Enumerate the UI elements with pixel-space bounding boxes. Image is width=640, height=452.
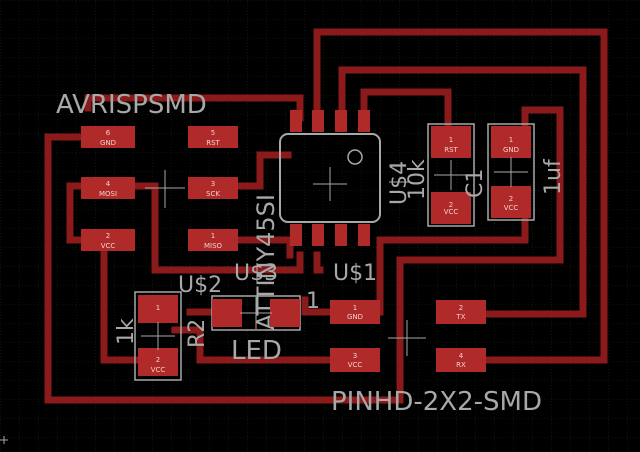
trace-vcc-left	[100, 248, 144, 364]
svg-text:3: 3	[353, 352, 357, 360]
svg-text:2: 2	[459, 304, 463, 312]
led[interactable]: U$2 U$3 1 LED	[178, 261, 320, 366]
svg-text:GND: GND	[100, 139, 116, 147]
chip-bottom-pins	[290, 224, 370, 246]
led-ref-overlap: U$3	[234, 261, 278, 286]
svg-text:2: 2	[106, 232, 110, 240]
attiny-chip[interactable]: ATTINY45SI U$1	[252, 110, 381, 330]
trace-mosi-left	[66, 182, 91, 244]
trace-cap-gnd	[360, 88, 452, 136]
board-origin-marker	[0, 436, 8, 444]
trace-vcc-mid	[171, 326, 334, 364]
isp-connector-name: AVRISPSMD	[56, 90, 207, 120]
chip-top-pins	[290, 110, 370, 132]
isp-pad-rst[interactable]: 5 RST	[188, 126, 238, 148]
chip-pin1-dot	[347, 149, 363, 165]
svg-text:VCC: VCC	[151, 366, 166, 374]
svg-text:RX: RX	[456, 361, 466, 369]
svg-text:MISO: MISO	[204, 242, 223, 250]
chip-ref: U$1	[333, 261, 377, 286]
svg-text:1: 1	[449, 136, 453, 144]
reset-resistor[interactable]: 1 RST 2 VCC U$4 10k	[387, 123, 475, 227]
isp-pad-miso[interactable]: 1 MISO	[188, 229, 238, 251]
svg-text:VCC: VCC	[504, 204, 519, 212]
resistor-r2[interactable]: 1 2 VCC 1k R2	[114, 291, 210, 381]
capacitor-body	[487, 123, 535, 221]
svg-text:4: 4	[459, 352, 464, 360]
header-pad-rx[interactable]: 4 RX	[436, 348, 486, 372]
svg-text:4: 4	[106, 180, 111, 188]
isp-pad-gnd[interactable]: 6 GND	[81, 126, 135, 148]
svg-text:GND: GND	[347, 313, 363, 321]
svg-text:3: 3	[211, 180, 215, 188]
capacitor-c1[interactable]: 1 GND 2 VCC C1 1uf	[463, 123, 566, 221]
trace-rst-chip	[84, 94, 304, 122]
header-pad-tx[interactable]: 2 TX	[436, 300, 486, 324]
reset-resistor-value: 10k	[405, 159, 430, 200]
reset-resistor-body	[427, 123, 475, 227]
isp-origin-cross	[145, 170, 185, 208]
trace-mosi-right	[338, 66, 587, 318]
trace-gnd-mid	[301, 296, 334, 316]
chip-outline	[279, 133, 381, 223]
chip-origin-cross	[313, 167, 347, 201]
header-pad-vcc[interactable]: 3 VCC	[330, 348, 380, 372]
header-origin-cross	[388, 320, 426, 356]
reset-resistor-ref: U$4	[387, 161, 412, 205]
svg-text:1: 1	[353, 304, 357, 312]
trace-sck	[232, 151, 292, 190]
trace-chip-bottom	[313, 251, 324, 274]
svg-text:GND: GND	[503, 146, 519, 154]
led-pin-mark: 1	[306, 289, 320, 314]
led-part-name: LED	[231, 336, 282, 366]
svg-text:VCC: VCC	[444, 208, 459, 216]
header-connector-name: PINHD-2X2-SMD	[331, 387, 542, 417]
isp-pad-mosi[interactable]: 4 MOSI	[81, 177, 135, 199]
capacitor-value: 1uf	[541, 158, 566, 195]
svg-text:1: 1	[211, 232, 215, 240]
trace-top-loop	[313, 28, 608, 364]
resistor-r2-body	[134, 291, 182, 381]
resistor-value: 1k	[114, 318, 139, 345]
trace-gnd-left	[44, 133, 334, 404]
svg-text:MOSI: MOSI	[99, 190, 117, 198]
svg-text:TX: TX	[455, 313, 465, 321]
pin-header: 1 GND 2 TX 3 VCC 4 RX PINHD-2X2-SMD	[330, 300, 542, 417]
resistor-ref: R2	[185, 319, 210, 348]
trace-cap-right	[326, 106, 564, 404]
svg-text:2: 2	[156, 356, 160, 364]
svg-text:1: 1	[509, 136, 513, 144]
header-pad-gnd[interactable]: 1 GND	[330, 300, 380, 324]
svg-text:VCC: VCC	[348, 361, 363, 369]
trace-mosi-chip	[133, 182, 304, 274]
capacitor-ref: C1	[463, 169, 488, 198]
svg-text:2: 2	[449, 201, 453, 209]
svg-text:6: 6	[106, 129, 111, 137]
svg-text:5: 5	[211, 129, 215, 137]
isp-pad-sck[interactable]: 3 SCK	[188, 177, 238, 199]
svg-text:VCC: VCC	[101, 242, 116, 250]
led-ref: U$2	[178, 273, 222, 298]
svg-text:SCK: SCK	[206, 190, 220, 198]
svg-text:1: 1	[156, 304, 160, 312]
isp-pad-vcc[interactable]: 2 VCC	[81, 229, 135, 251]
svg-text:RST: RST	[206, 139, 220, 147]
isp-header: 6 GND 5 RST 4 MOSI 3 SCK 2 VCC 1 MISO	[56, 90, 238, 251]
svg-text:2: 2	[509, 195, 513, 203]
svg-text:RST: RST	[444, 146, 458, 154]
